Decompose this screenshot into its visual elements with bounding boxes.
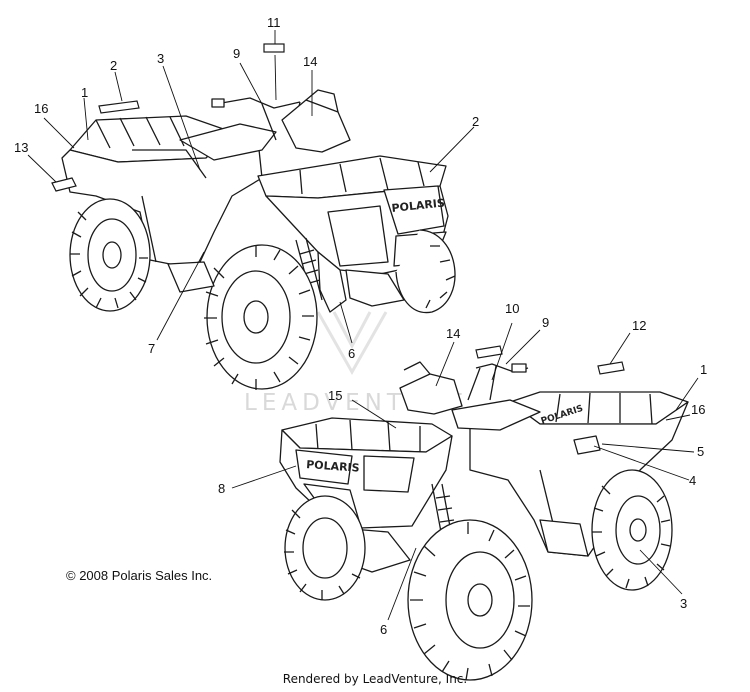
callout-2-upper-rack: 2 — [110, 58, 117, 73]
atv-upper: POLARIS — [61, 89, 456, 390]
callout-9-lower: 9 — [542, 315, 549, 330]
callout-4-lower: 4 — [689, 473, 696, 488]
upper-front-far-wheel — [395, 229, 456, 314]
decal-13-shape — [51, 177, 77, 192]
decal-12-shape — [597, 361, 625, 375]
lower-front-wheel — [407, 519, 533, 681]
callout-1-upper: 1 — [81, 85, 88, 100]
callout-1-lower: 1 — [700, 362, 707, 377]
callout-12-lower: 12 — [632, 318, 646, 333]
decal-10-shape — [475, 345, 503, 359]
atv-lower: POLARIS POLARIS — [279, 361, 689, 681]
loose-decals — [51, 43, 625, 375]
callout-3-upper: 3 — [157, 51, 164, 66]
callout-6-upper: 6 — [348, 346, 355, 361]
copyright-notice: © 2008 Polaris Sales Inc. — [66, 568, 213, 583]
watermark-logo — [316, 311, 388, 376]
lower-rear-wheel — [591, 469, 673, 591]
callout-10-lower: 10 — [505, 301, 519, 316]
decal-2-shape — [98, 100, 140, 114]
callout-13-upper: 13 — [14, 140, 28, 155]
render-credit: Rendered by LeadVenture, Inc. — [282, 672, 468, 686]
upper-rear-wheel — [69, 198, 151, 312]
callout-7-upper: 7 — [148, 341, 155, 356]
callout-14-lower: 14 — [446, 326, 460, 341]
lower-front-far-wheel — [284, 495, 366, 601]
callout-15-lower: 15 — [328, 388, 342, 403]
callout-16-lower: 16 — [691, 402, 705, 417]
decal-11-shape — [263, 43, 285, 53]
callout-14-upper: 14 — [303, 54, 317, 69]
callout-8-lower: 8 — [218, 481, 225, 496]
leader-lines — [27, 30, 699, 621]
callout-6-lower: 6 — [380, 622, 387, 637]
hood-brand-upper: POLARIS — [391, 196, 446, 215]
callout-9-upper: 9 — [233, 46, 240, 61]
hood-brand-lower: POLARIS — [306, 458, 360, 475]
upper-front-wheel — [204, 244, 318, 390]
callout-5-lower: 5 — [697, 444, 704, 459]
callout-3-lower: 3 — [680, 596, 687, 611]
callout-2-upper-front: 2 — [472, 114, 479, 129]
callout-labels: 1 2 2 3 6 7 9 11 13 14 16 1 3 4 5 6 8 9 … — [14, 15, 707, 637]
callout-16-upper: 16 — [34, 101, 48, 116]
callout-11-upper: 11 — [267, 15, 281, 30]
